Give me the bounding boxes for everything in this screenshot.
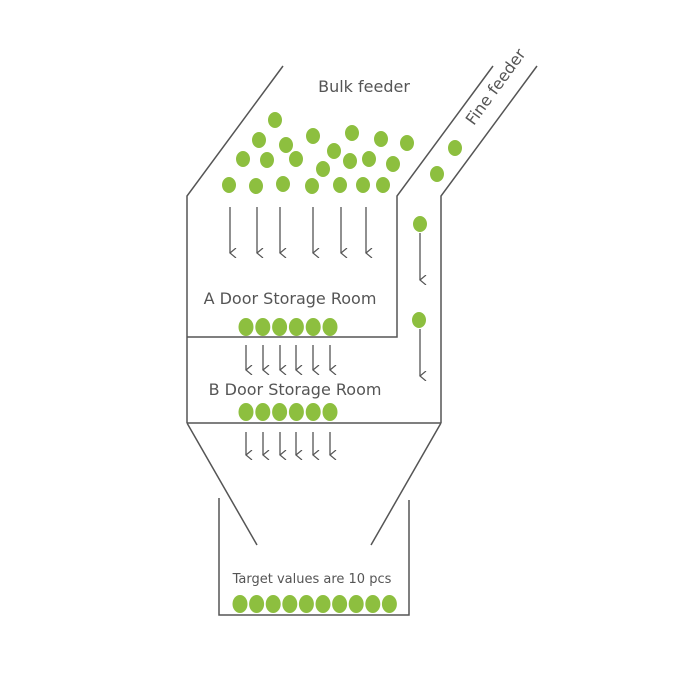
fine-ball xyxy=(412,312,426,328)
b-room-ball xyxy=(305,403,321,421)
bulk-ball xyxy=(305,178,319,194)
funnel-left xyxy=(186,422,258,546)
bulk-ball xyxy=(276,176,290,192)
collection-bucket xyxy=(218,498,410,616)
target-ball xyxy=(282,595,298,613)
fine-feeder-balls xyxy=(412,140,462,328)
bulk-ball xyxy=(289,151,303,167)
bulk-ball xyxy=(400,135,414,151)
target-ball xyxy=(381,595,397,613)
target-ball xyxy=(298,595,314,613)
fine-ball xyxy=(413,216,427,232)
bulk-ball xyxy=(306,128,320,144)
b-room-ball xyxy=(288,403,304,421)
target-label: Target values are 10 pcs xyxy=(232,572,392,587)
a-room-ball xyxy=(272,318,288,336)
target-ball xyxy=(249,595,265,613)
target-balls xyxy=(232,595,397,613)
b-room-balls xyxy=(238,403,338,421)
bulk-ball xyxy=(260,152,274,168)
bulk-ball xyxy=(252,132,266,148)
bulk-feeder-right-wall xyxy=(187,65,494,338)
target-ball xyxy=(332,595,348,613)
bulk-ball xyxy=(268,112,282,128)
bulk-ball xyxy=(376,177,390,193)
fine-ball xyxy=(430,166,444,182)
bulk-ball xyxy=(356,177,370,193)
target-ball xyxy=(265,595,281,613)
bulk-ball xyxy=(345,125,359,141)
target-ball xyxy=(232,595,248,613)
bulk-ball xyxy=(333,177,347,193)
a-room-ball xyxy=(255,318,271,336)
bulk-ball xyxy=(249,178,263,194)
b-room-label: B Door Storage Room xyxy=(209,380,382,399)
target-ball xyxy=(365,595,381,613)
a-room-ball xyxy=(305,318,321,336)
machine-outline xyxy=(186,65,538,616)
b-room-ball xyxy=(322,403,338,421)
bulk-ball xyxy=(236,151,250,167)
fine-ball xyxy=(448,140,462,156)
a-room-ball xyxy=(238,318,254,336)
a-room-ball xyxy=(322,318,338,336)
bulk-ball xyxy=(362,151,376,167)
a-room-balls xyxy=(238,318,338,336)
funnel-right xyxy=(370,422,442,546)
flow-arrows xyxy=(230,207,420,455)
bulk-ball xyxy=(279,137,293,153)
fine-feeder-label: Fine feeder xyxy=(462,45,530,129)
b-room-ball xyxy=(255,403,271,421)
target-ball xyxy=(315,595,331,613)
fine-feeder-outer-wall xyxy=(440,65,538,423)
b-room-ball xyxy=(272,403,288,421)
target-ball xyxy=(348,595,364,613)
bulk-ball xyxy=(343,153,357,169)
a-room-label: A Door Storage Room xyxy=(204,289,377,308)
bulk-feeder-left-wall xyxy=(186,65,284,423)
bulk-ball xyxy=(316,161,330,177)
bulk-feeder-balls xyxy=(222,112,414,194)
bulk-feeder-label: Bulk feeder xyxy=(318,77,410,96)
a-room-ball xyxy=(288,318,304,336)
bulk-ball xyxy=(222,177,236,193)
bulk-ball xyxy=(374,131,388,147)
bulk-ball xyxy=(386,156,400,172)
b-room-ball xyxy=(238,403,254,421)
bulk-ball xyxy=(327,143,341,159)
